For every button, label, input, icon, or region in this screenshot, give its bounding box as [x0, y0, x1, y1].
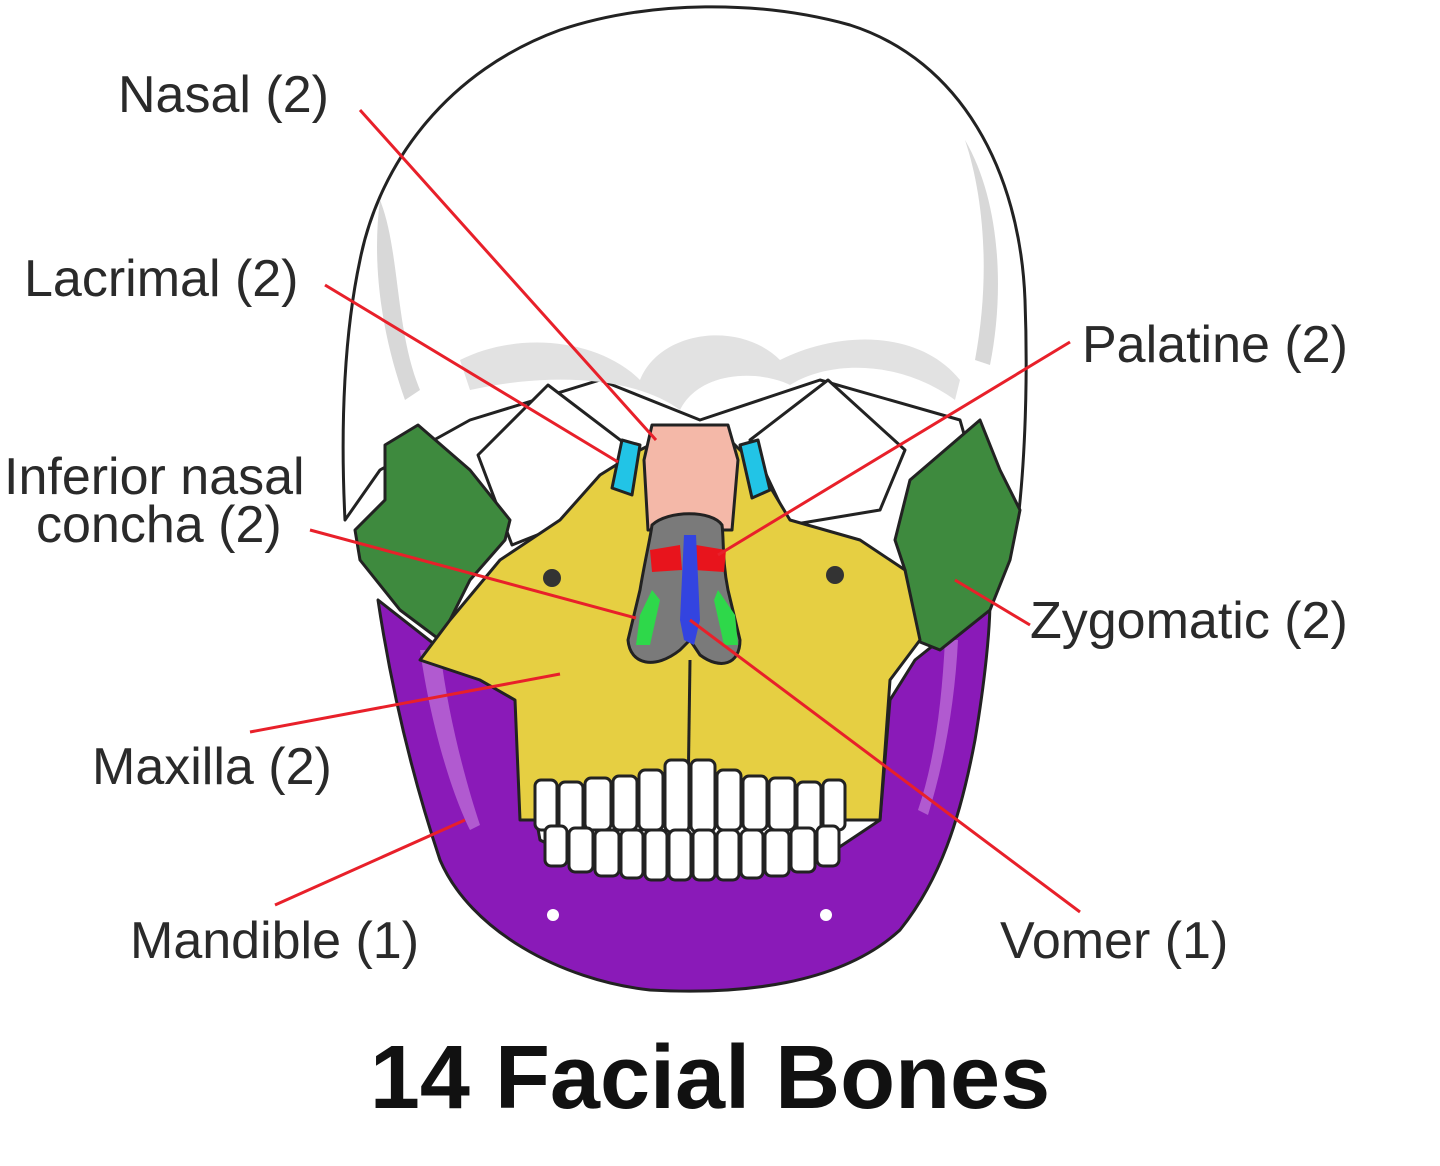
- leader-inferior-nasal-concha: [309, 528, 637, 620]
- lacrimal-left: [610, 438, 642, 497]
- leader-mandible: [274, 818, 466, 907]
- label-inferior-nasal-concha-line1: Inferior nasal: [4, 448, 305, 506]
- leader-lines: [249, 108, 1081, 914]
- cranium: [341, 5, 1028, 562]
- leader-nasal: [358, 108, 658, 442]
- label-maxilla: Maxilla (2): [92, 738, 332, 796]
- zygomatic-left: [353, 423, 512, 642]
- lacrimal-right: [738, 438, 772, 500]
- infraorbital-foramen-right: [826, 566, 844, 584]
- label-lacrimal: Lacrimal (2): [24, 250, 299, 308]
- mandible-bone: [376, 598, 992, 993]
- nasal-bone: [642, 423, 740, 532]
- leader-zygomatic: [954, 578, 1031, 627]
- vomer-bone: [680, 535, 700, 645]
- inferior-nasal-concha-right: [714, 590, 738, 645]
- mandible-highlight: [420, 650, 480, 830]
- leader-vomer: [689, 618, 1081, 914]
- label-mandible: Mandible (1): [130, 912, 419, 970]
- diagram-title: 14 Facial Bones: [370, 1028, 1050, 1128]
- palatine-left: [650, 545, 682, 572]
- temporal-shade-left: [377, 200, 420, 400]
- temporal-shade-right: [965, 140, 998, 365]
- label-inferior-nasal-concha-line2: concha (2): [36, 496, 282, 554]
- label-palatine: Palatine (2): [1082, 316, 1348, 374]
- mental-foramen-right: [820, 909, 832, 921]
- leader-maxilla: [249, 672, 561, 734]
- palatine-right: [694, 545, 726, 572]
- inferior-nasal-concha-left: [636, 590, 660, 645]
- leader-palatine: [717, 340, 1071, 557]
- label-nasal: Nasal (2): [118, 66, 329, 124]
- mandible-highlight-right: [918, 640, 958, 815]
- lower-teeth: [543, 824, 841, 882]
- infraorbital-foramen-left: [543, 569, 561, 587]
- label-vomer: Vomer (1): [1000, 912, 1228, 970]
- mental-foramen-left: [547, 909, 559, 921]
- brow-shade: [460, 335, 960, 410]
- leader-lacrimal: [324, 283, 619, 464]
- label-zygomatic: Zygomatic (2): [1030, 592, 1348, 650]
- zygomatic-right: [893, 418, 1022, 652]
